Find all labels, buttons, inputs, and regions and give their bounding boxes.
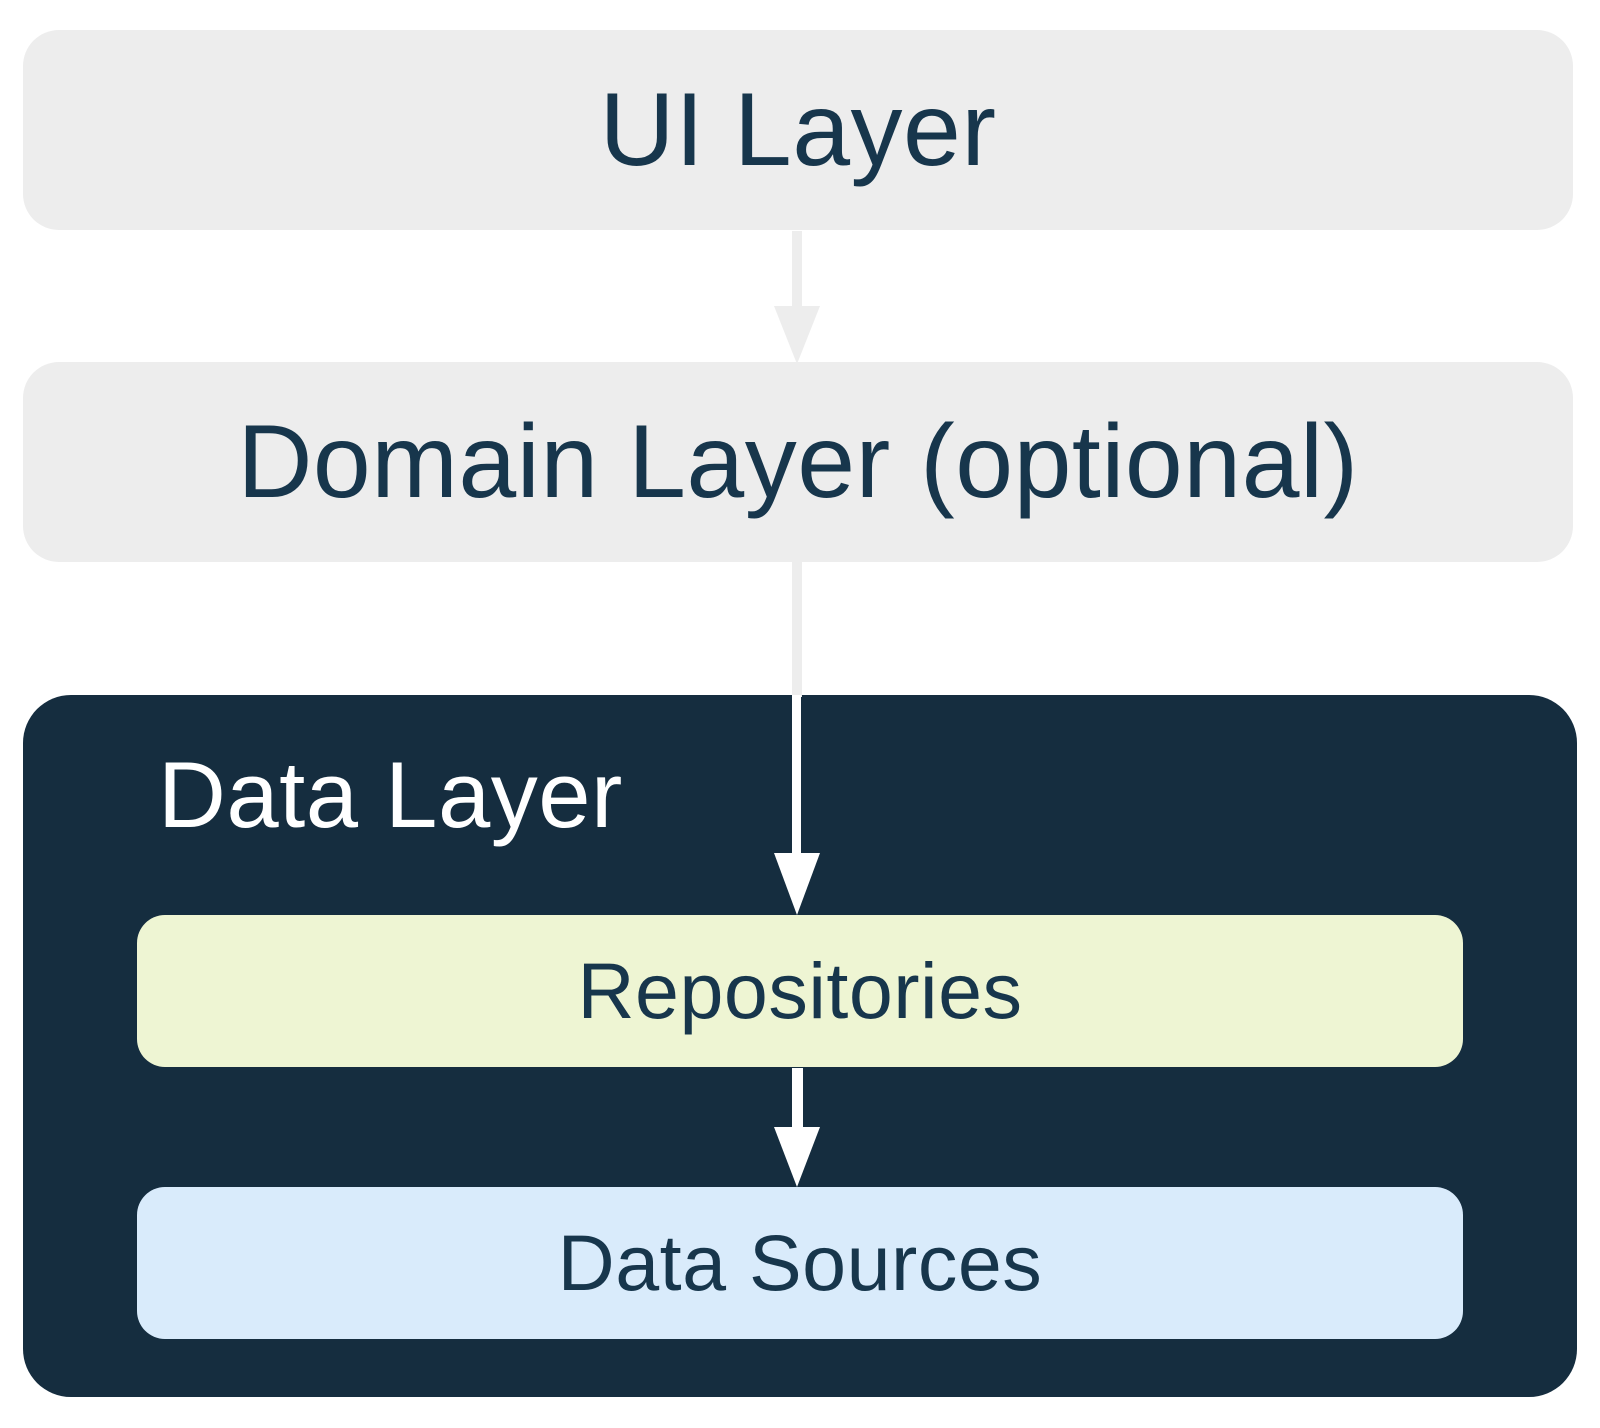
arrow-shaft — [792, 1068, 803, 1130]
repositories-box: Repositories — [137, 915, 1463, 1067]
down-arrow-head-icon — [774, 853, 820, 915]
domain-layer-label: Domain Layer (optional) — [237, 403, 1359, 520]
arrow-shaft — [792, 695, 801, 855]
arrow-shaft — [792, 231, 802, 307]
ui-layer-box: UI Layer — [23, 30, 1573, 230]
domain-layer-box: Domain Layer (optional) — [23, 362, 1573, 562]
arrow-shaft — [792, 560, 802, 697]
repositories-label: Repositories — [577, 946, 1023, 1035]
data-sources-box: Data Sources — [137, 1187, 1463, 1339]
down-arrow-head-icon — [774, 306, 820, 364]
data-sources-label: Data Sources — [557, 1218, 1043, 1307]
down-arrow-head-icon — [774, 1127, 820, 1187]
data-layer-label: Data Layer — [158, 742, 623, 847]
ui-layer-label: UI Layer — [599, 71, 997, 188]
